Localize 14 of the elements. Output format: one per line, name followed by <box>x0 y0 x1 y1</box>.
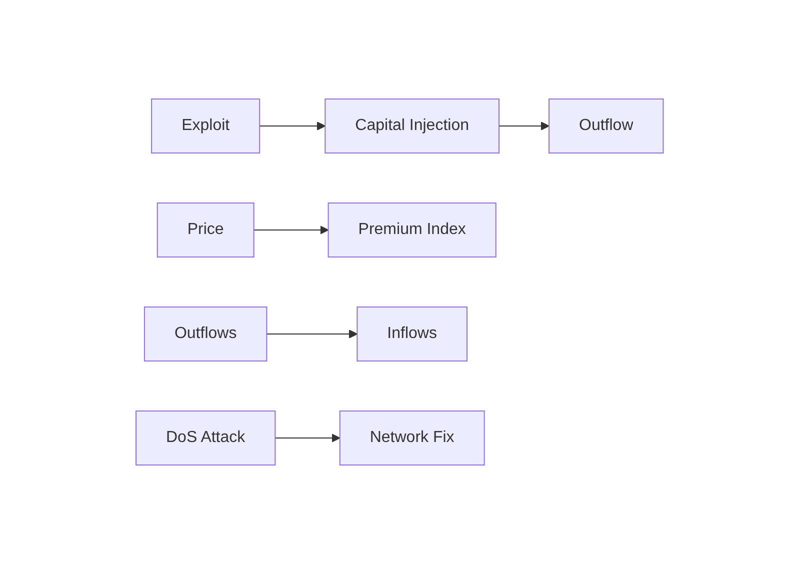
arrow <box>498 121 550 130</box>
node-box: Outflows <box>144 306 268 361</box>
arrow <box>275 433 341 442</box>
node-box: Price <box>157 202 255 257</box>
node-box: Network Fix <box>340 410 486 465</box>
node-box: Premium Index <box>328 202 497 257</box>
arrow <box>266 329 358 338</box>
arrow <box>259 121 326 130</box>
node-box: Outflow <box>548 98 664 153</box>
node-box: Inflows <box>357 306 468 361</box>
arrow <box>254 225 330 234</box>
node-box: Exploit <box>151 98 260 153</box>
node-box: Capital Injection <box>325 98 500 153</box>
node-box: DoS Attack <box>136 410 276 465</box>
